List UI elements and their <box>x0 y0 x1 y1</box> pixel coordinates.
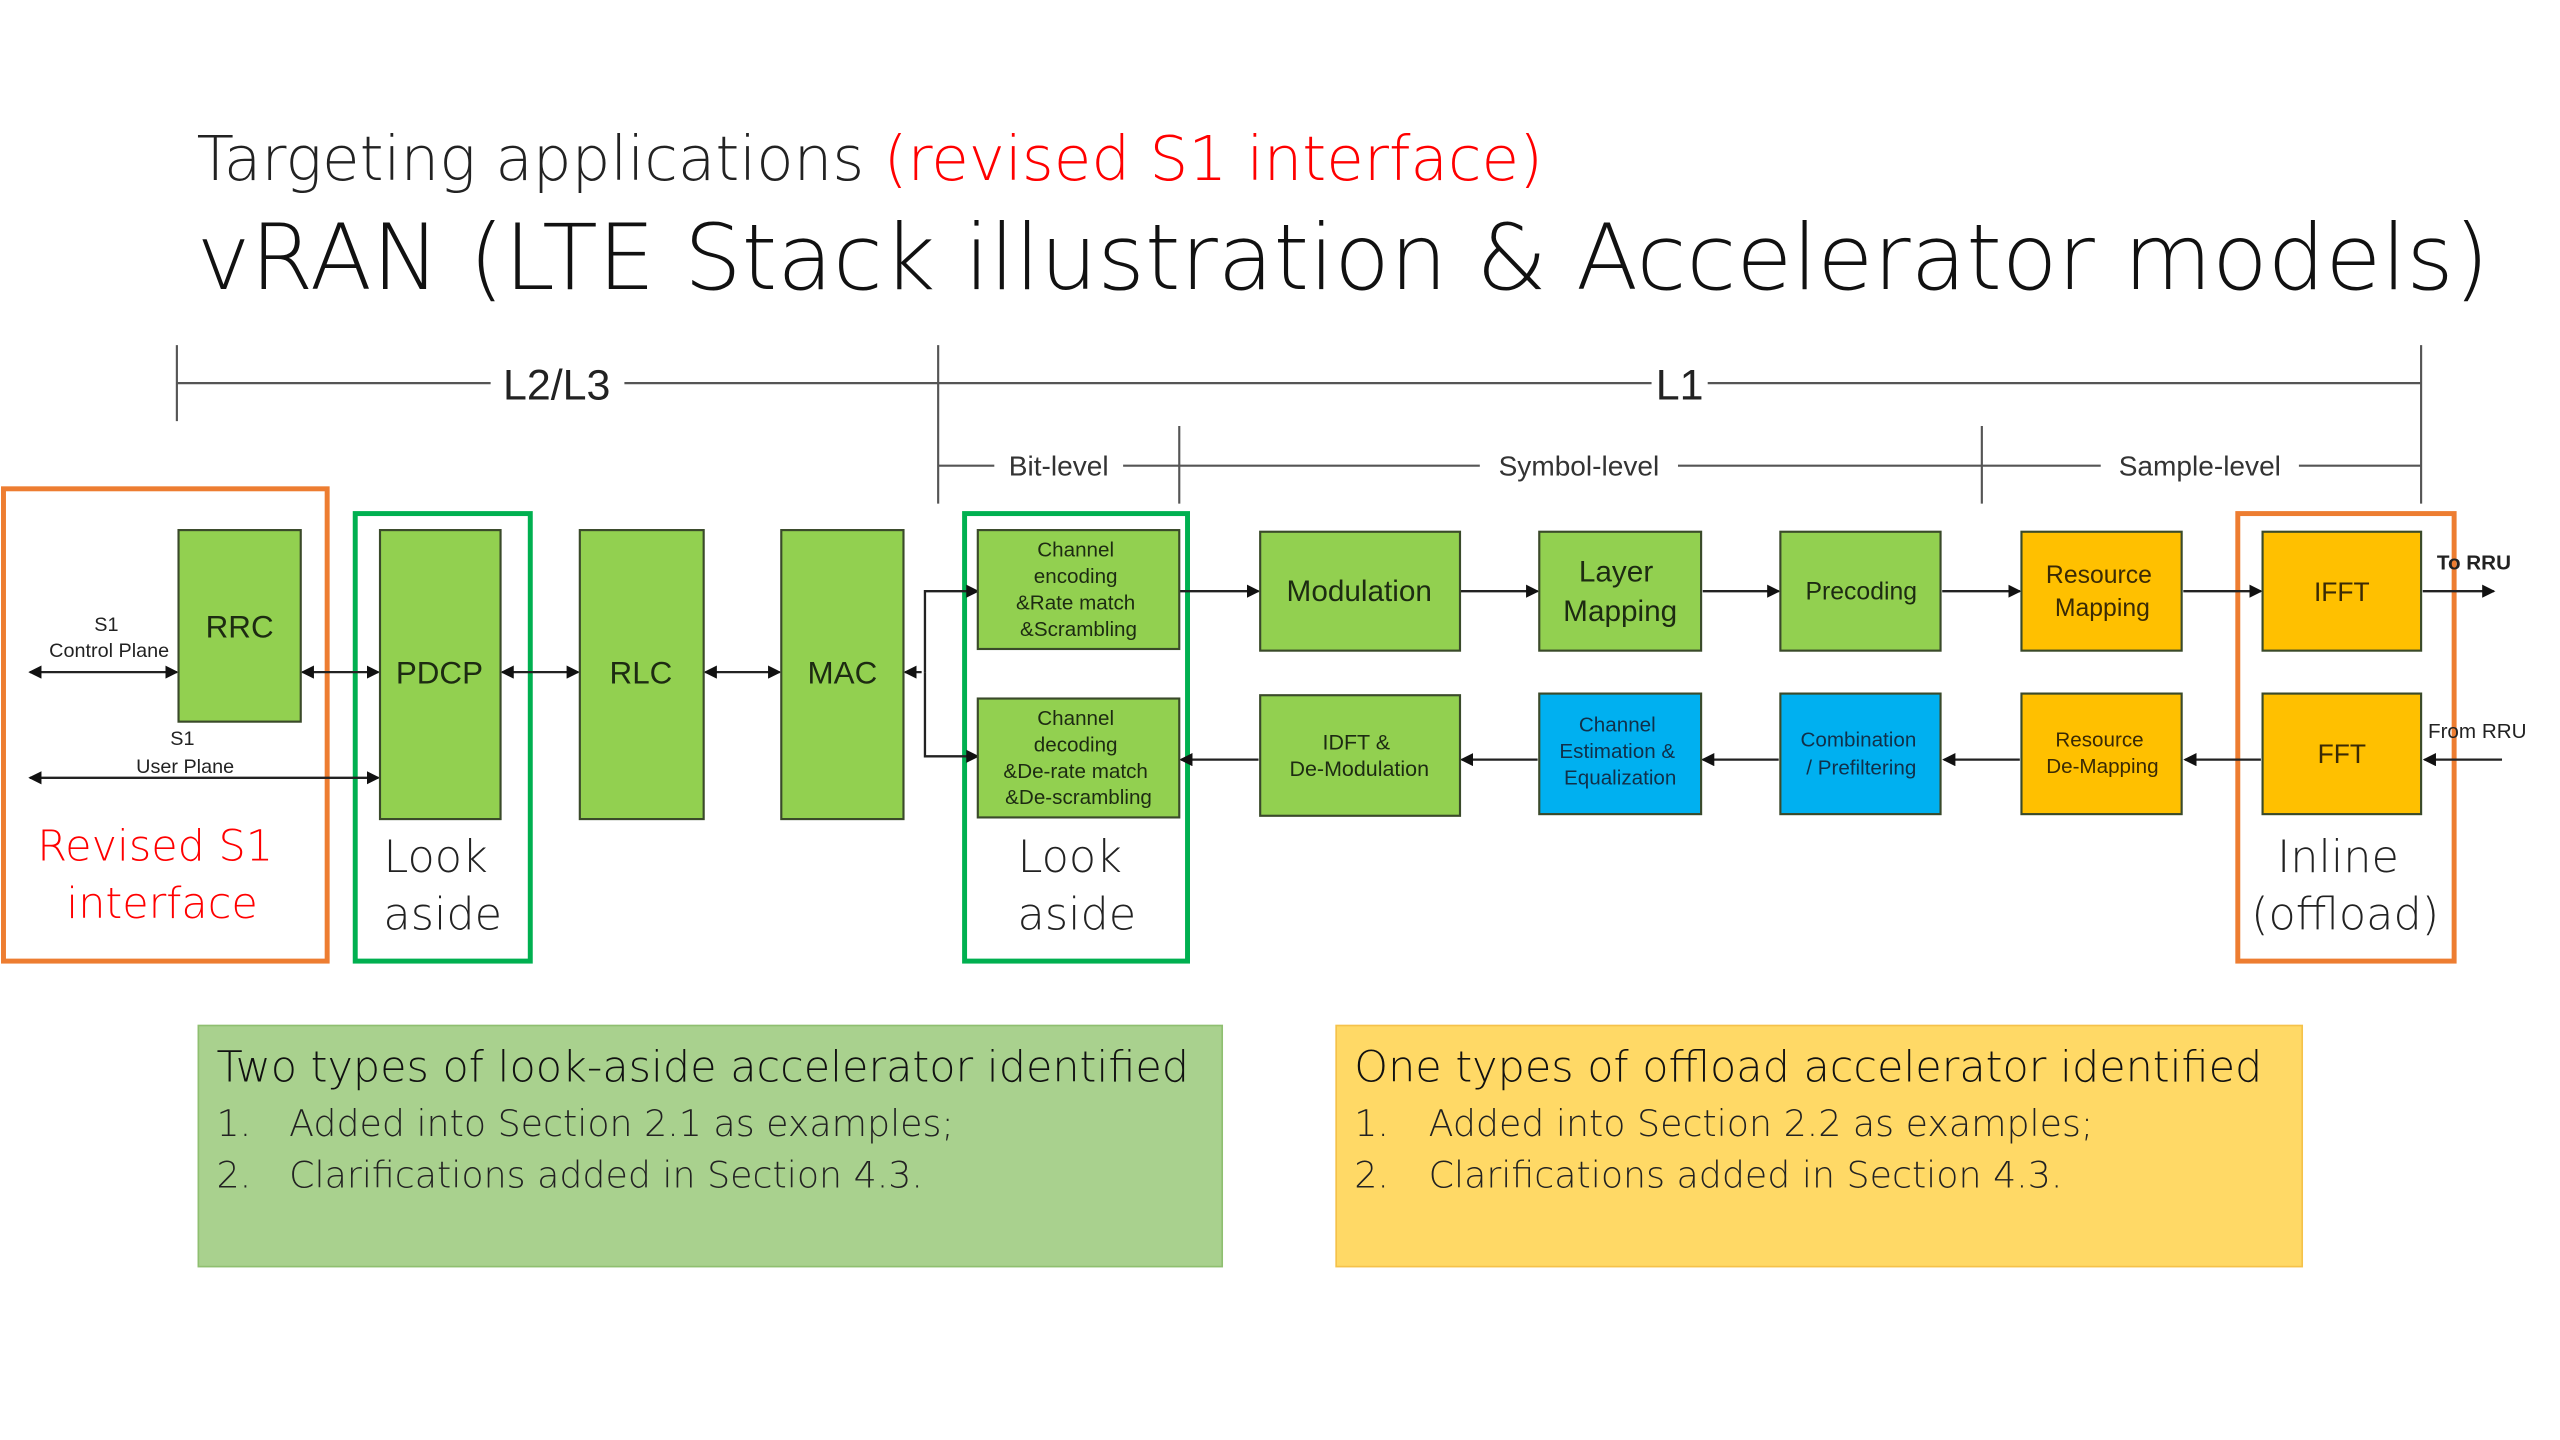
inline-offload-frame <box>2235 511 2457 964</box>
block-rrc <box>177 529 302 723</box>
subtitle-prefix: Targeting applications <box>197 124 884 195</box>
block-layer-mapping-label: Layer Mapping <box>1563 555 1677 628</box>
block-layer-mapping <box>1538 530 1703 652</box>
note-lookaside-heading: Two types of look-aside accelerator iden… <box>217 1043 1190 1093</box>
block-channel-encoding-label: Channel encoding &Rate match &Scrambling <box>1016 539 1141 641</box>
block-channel-estimation <box>1538 692 1703 816</box>
block-modulation <box>1259 530 1462 652</box>
note-lookaside: Two types of look-aside accelerator iden… <box>197 1024 1224 1268</box>
sublayer-label-sample: Sample-level <box>2119 451 2281 482</box>
block-channel-encoding <box>976 529 1181 651</box>
block-resource-demapping <box>2020 692 2183 816</box>
subtitle-highlight: (revised S1 interface) <box>884 124 1543 195</box>
page-subtitle: Targeting applications (revised S1 inter… <box>197 124 1543 195</box>
sublayer-label-symbol: Symbol-level <box>1499 451 1660 482</box>
look-aside-caption-1: Look aside <box>383 831 502 941</box>
block-combination-label: Combination / Prefiltering <box>1801 728 1923 779</box>
block-resource-mapping <box>2020 530 2183 652</box>
block-rrc-label: RRC <box>206 609 274 644</box>
block-precoding <box>1779 530 1942 652</box>
block-rlc-label: RLC <box>610 656 673 691</box>
sublayer-label-bit: Bit-level <box>1009 451 1109 482</box>
block-modulation-label: Modulation <box>1287 575 1432 608</box>
note-offload-item: Clarifications added in Section 4.3. <box>1429 1153 2063 1196</box>
note-lookaside-item: Clarifications added in Section 4.3. <box>289 1153 923 1196</box>
block-rlc <box>578 529 705 821</box>
blocks <box>177 529 2423 821</box>
note-offload-heading: One types of offload accelerator identif… <box>1354 1043 2262 1093</box>
note-lookaside-item-num: 2. <box>217 1153 252 1196</box>
block-idft-demodulation <box>1259 694 1462 817</box>
note-lookaside-item-num: 1. <box>217 1102 252 1145</box>
note-offload-item-num: 1. <box>1354 1102 1389 1145</box>
block-pdcp-label: PDCP <box>396 656 483 691</box>
block-idft-demodulation-label: IDFT & De-Modulation <box>1290 731 1430 781</box>
s1-control-plane-label: S1 Control Plane <box>49 614 169 662</box>
page-title: vRAN (LTE Stack illustration & Accelerat… <box>197 206 2489 311</box>
block-resource-demapping-label: Resource De-Mapping <box>2046 728 2158 777</box>
layer-brackets <box>175 345 2423 504</box>
block-channel-decoding <box>976 697 1181 819</box>
look-aside-frame-pdcp <box>352 511 533 964</box>
block-precoding-label: Precoding <box>1806 578 1918 605</box>
look-aside-caption-2: Look aside <box>1018 831 1137 941</box>
layer-label-l2l3: L2/L3 <box>503 362 610 410</box>
block-mac <box>780 529 905 821</box>
block-channel-estimation-label: Channel Estimation & Equalization <box>1559 714 1681 790</box>
block-pdcp <box>378 529 502 821</box>
layer-label-l1: L1 <box>1656 362 1704 410</box>
note-lookaside-item: Added into Section 2.1 as examples; <box>289 1102 954 1145</box>
block-fft-label: FFT <box>2318 739 2366 769</box>
inline-offload-caption: Inline (offload) <box>2251 831 2439 941</box>
block-channel-decoding-label: Channel decoding &De-rate match &De-scra… <box>1003 707 1153 809</box>
to-rru-label: To RRU <box>2437 552 2511 575</box>
revised-s1-frame <box>1 486 330 964</box>
block-fft <box>2261 692 2423 816</box>
note-offload: One types of offload accelerator identif… <box>1335 1024 2304 1268</box>
note-offload-item: Added into Section 2.2 as examples; <box>1429 1102 2094 1145</box>
block-ifft-label: IFFT <box>2314 577 2370 607</box>
block-resource-mapping-label: Resource Mapping <box>2046 562 2159 622</box>
revised-s1-caption: Revised S1 interface <box>37 821 287 929</box>
note-offload-item-num: 2. <box>1354 1153 1389 1196</box>
from-rru-label: From RRU <box>2428 720 2527 743</box>
block-mac-label: MAC <box>808 656 878 691</box>
look-aside-frame-channel-coding <box>962 511 1191 964</box>
arrows <box>28 584 2503 785</box>
block-ifft <box>2261 530 2423 652</box>
block-combination-prefiltering <box>1779 692 1942 816</box>
s1-user-plane-label: S1 User Plane <box>136 728 234 778</box>
